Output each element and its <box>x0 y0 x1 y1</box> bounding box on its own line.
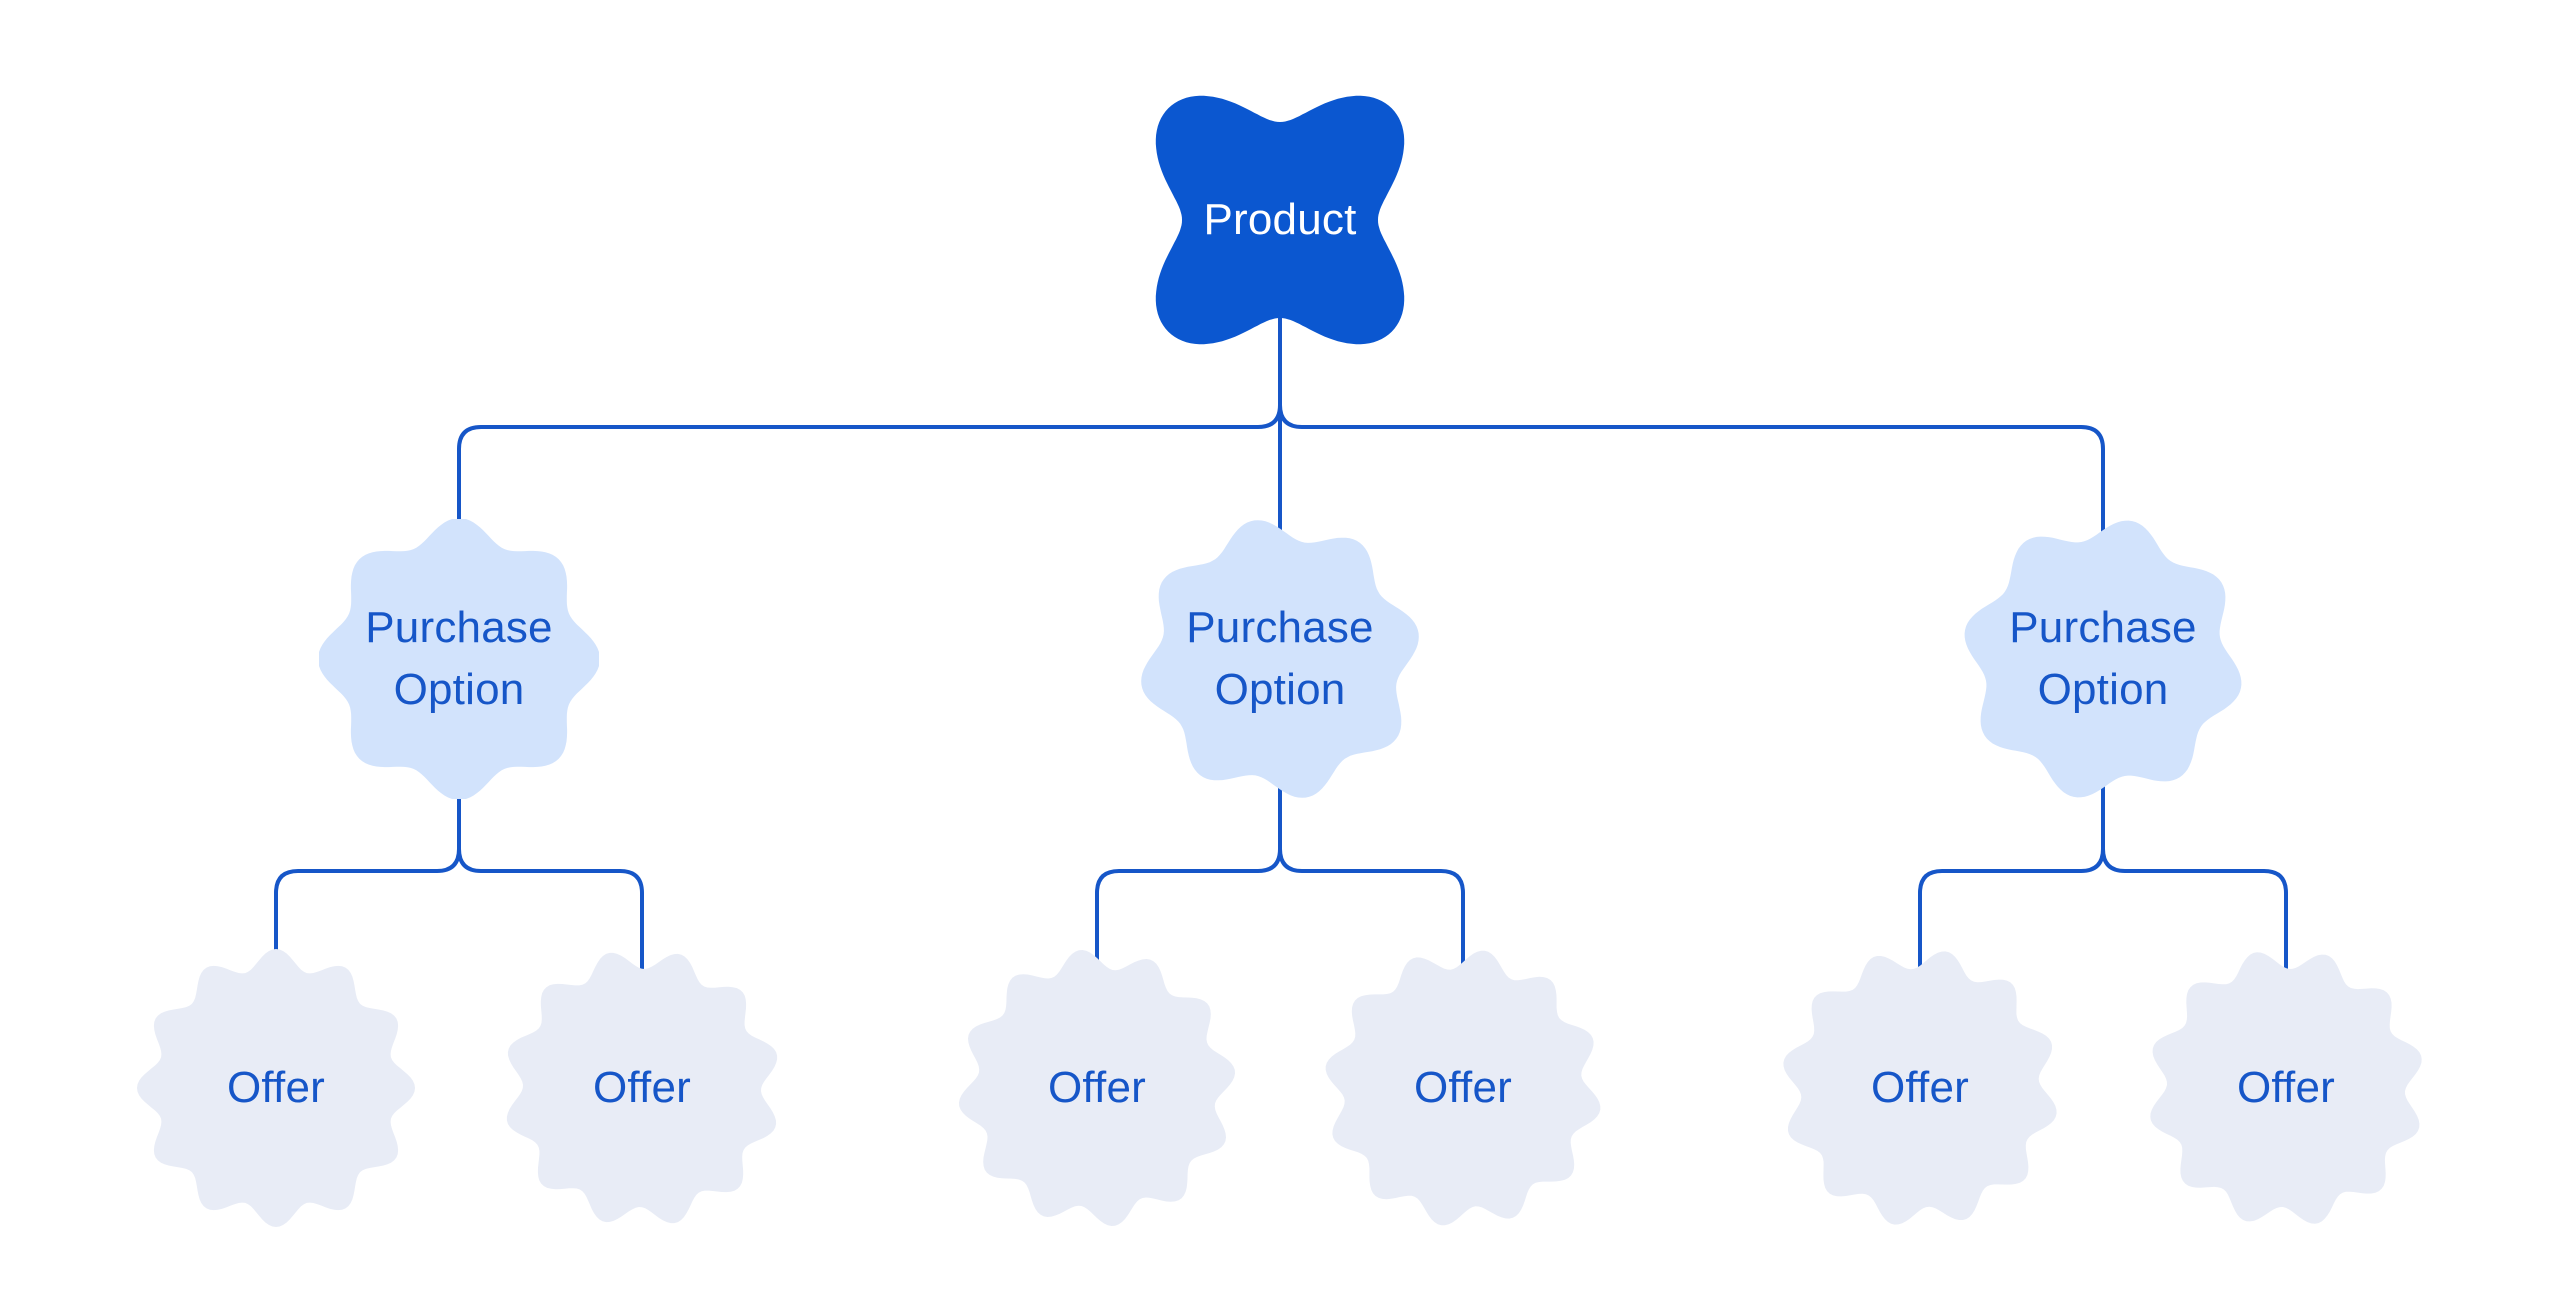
offer-blob-shape <box>2150 952 2422 1224</box>
offer-blob-shape <box>1325 950 1601 1226</box>
purchase-option-blob-shape <box>1141 520 1419 798</box>
offer-blob-path <box>959 950 1235 1226</box>
offer-blob-path <box>137 949 415 1227</box>
offer-blob-shape <box>1783 951 2057 1225</box>
offer-label: Offer <box>226 1063 325 1113</box>
purchase-option-node-3: Purchase Option <box>1963 519 2243 799</box>
purchase-option-node-1: Purchase Option <box>319 519 599 799</box>
purchase-option-label: Purchase Option <box>365 603 553 714</box>
product-blob-shape <box>1155 95 1405 345</box>
purchase-option-blob-shape <box>1964 520 2242 798</box>
connector-option-2-to-offer-3 <box>1095 774 1282 977</box>
connector-option-1-to-offer-2 <box>457 847 644 977</box>
connector-option-3-to-offer-6 <box>2101 847 2288 977</box>
offer-node-5: Offer <box>1780 948 2060 1228</box>
connector-product-to-option-3 <box>1278 403 2105 547</box>
offer-blob-path <box>1783 951 2057 1225</box>
connector-product-to-option-1 <box>457 403 1282 547</box>
offer-node-4: Offer <box>1323 948 1603 1228</box>
product-node: Product <box>1140 80 1420 360</box>
offer-label: Offer <box>1870 1063 1969 1113</box>
purchase-option-blob-shape <box>319 519 599 799</box>
purchase-option-blob-path <box>1141 520 1419 798</box>
purchase-option-label: Purchase Option <box>1186 603 1374 714</box>
purchase-option-label: Purchase Option <box>2009 603 2197 714</box>
connector-option-1-to-offer-1 <box>274 774 461 977</box>
offer-node-3: Offer <box>957 948 1237 1228</box>
purchase-option-blob-path <box>319 519 599 799</box>
purchase-option-blob-path <box>1964 520 2242 798</box>
offer-blob-shape <box>959 950 1235 1226</box>
connector-option-2-to-offer-4 <box>1278 847 1465 977</box>
offer-blob-shape <box>137 949 415 1227</box>
offer-label: Offer <box>592 1063 691 1113</box>
product-label: Product <box>1203 195 1357 245</box>
product-blob-path <box>1155 95 1405 345</box>
offer-node-2: Offer <box>502 948 782 1228</box>
offer-blob-path <box>1325 950 1601 1226</box>
connector-option-3-to-offer-5 <box>1918 774 2105 977</box>
offer-node-6: Offer <box>2146 948 2426 1228</box>
offer-blob-path <box>506 952 778 1224</box>
offer-blob-shape <box>506 952 778 1224</box>
offer-label: Offer <box>1047 1063 1146 1113</box>
offer-node-1: Offer <box>136 948 416 1228</box>
offer-label: Offer <box>2236 1063 2335 1113</box>
offer-blob-path <box>2150 952 2422 1224</box>
purchase-option-node-2: Purchase Option <box>1140 519 1420 799</box>
offer-label: Offer <box>1413 1063 1512 1113</box>
